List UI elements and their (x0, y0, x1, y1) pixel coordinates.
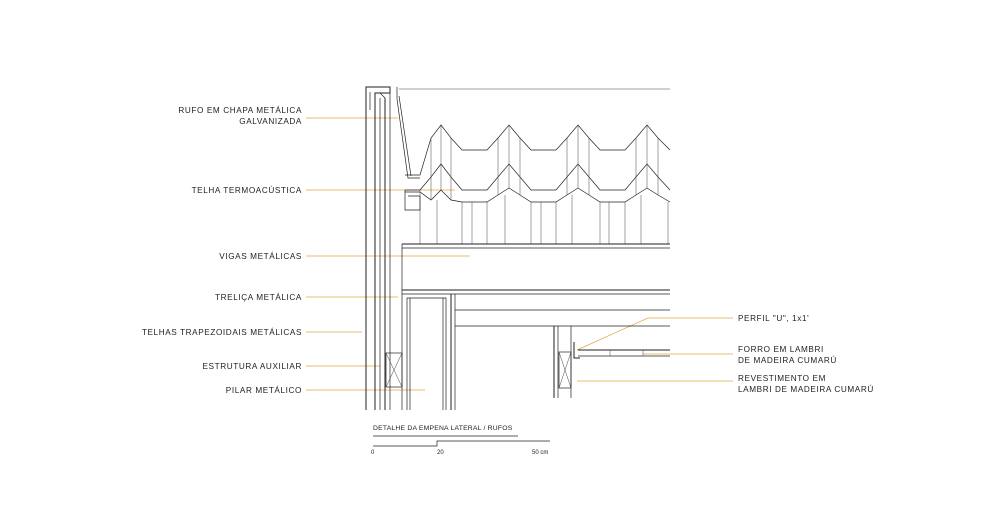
label-estrutura-auxiliar: ESTRUTURA AUXILIAR (202, 362, 302, 371)
scale-mid: 20 (437, 450, 444, 456)
label-pilar-metalico: PILAR METÁLICO (226, 385, 302, 395)
left-labels: RUFO EM CHAPA METÁLICA GALVANIZADA TELHA… (142, 105, 302, 395)
scale-start: 0 (371, 450, 375, 456)
roof-tile-profile-bottom (405, 163, 671, 191)
drawing-title: DETALHE DA EMPENA LATERAL / RUFOS (373, 425, 513, 432)
label-telha-termoacustica: TELHA TERMOACÚSTICA (192, 185, 302, 195)
rufo-lip (379, 92, 386, 99)
rufo-slant (396, 87, 420, 179)
label-forro-line1: FORRO EM LAMBRI (738, 345, 824, 354)
label-trelica-metalica: TRELIÇA METÁLICA (215, 292, 302, 302)
rufo-flashing (365, 86, 391, 410)
label-perfil-u: PERFIL "U", 1x1' (738, 314, 809, 323)
rufo-slant-inner (398, 95, 412, 177)
right-labels: PERFIL "U", 1x1' FORRO EM LAMBRI DE MADE… (738, 314, 874, 394)
label-revestimento-line2: LAMBRI DE MADEIRA CUMARÚ (738, 384, 874, 394)
revestimento-box (558, 351, 572, 389)
roof-tile-ribs (430, 125, 659, 200)
section-geometry (365, 86, 671, 410)
roof-tile-webs (419, 190, 669, 244)
label-rufo-line2: GALVANIZADA (239, 117, 302, 126)
roof-tile-profile-top (405, 124, 671, 176)
label-rufo-line1: RUFO EM CHAPA METÁLICA (178, 105, 302, 115)
scale-end: 50 cm (532, 450, 548, 456)
estrutura-auxiliar-box (385, 352, 403, 388)
label-vigas-metalicas: VIGAS METÁLICAS (219, 251, 302, 261)
label-forro-line2: DE MADEIRA CUMARÚ (738, 355, 837, 365)
leader-perfil-u (576, 317, 733, 351)
label-revestimento-line1: REVESTIMENTO EM (738, 374, 826, 383)
leader-lines (306, 117, 733, 391)
tile-end-profile (404, 190, 421, 211)
label-telhas-trapezoidais: TELHAS TRAPEZOIDAIS METÁLICAS (142, 327, 302, 337)
perfil-u (573, 342, 580, 359)
pilar-outline (406, 297, 447, 410)
scale-bar (373, 440, 550, 447)
title-block: DETALHE DA EMPENA LATERAL / RUFOS 0 20 5… (371, 425, 550, 456)
